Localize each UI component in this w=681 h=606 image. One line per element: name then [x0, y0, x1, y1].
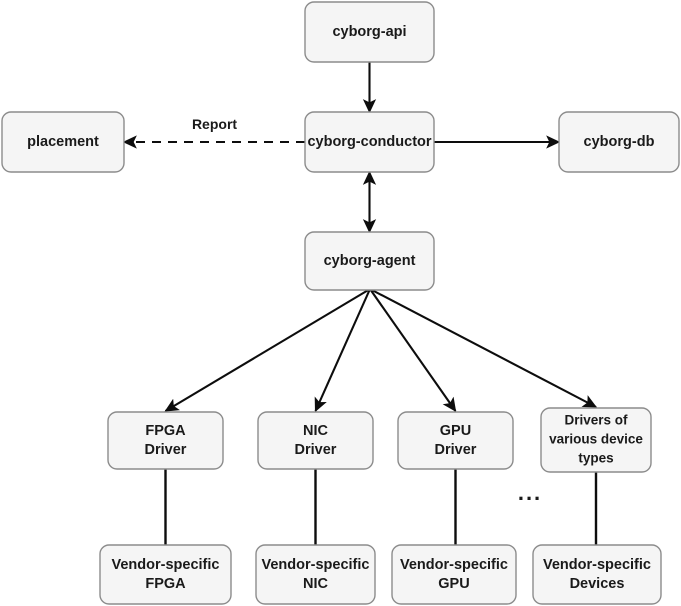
node-label-placement: placement — [27, 134, 99, 150]
node-label-nic-driver: NIC — [303, 423, 329, 439]
node-label-nic-driver: Driver — [295, 442, 337, 458]
node-cyborg-api[interactable]: cyborg-api — [304, 1, 435, 63]
edge-label-conductor-to-placement: Report — [192, 116, 237, 132]
node-label-fpga-driver: Driver — [145, 442, 187, 458]
node-nic-driver[interactable]: NIC Driver — [257, 411, 374, 470]
node-cyborg-agent[interactable]: cyborg-agent — [304, 231, 435, 291]
node-label-vendor-devices: Devices — [570, 576, 625, 592]
node-label-various-drivers: types — [578, 451, 613, 466]
annotation-ellipsis: ... — [518, 480, 542, 505]
node-label-cyborg-agent: cyborg-agent — [324, 253, 416, 269]
node-label-gpu-driver: Driver — [435, 442, 477, 458]
node-box-vendor-devices — [532, 544, 662, 605]
node-cyborg-db[interactable]: cyborg-db — [558, 111, 680, 173]
node-label-various-drivers: Drivers of — [564, 413, 628, 428]
node-label-cyborg-db: cyborg-db — [584, 134, 655, 150]
node-box-vendor-nic — [255, 544, 376, 605]
node-fpga-driver[interactable]: FPGA Driver — [107, 411, 224, 470]
node-box-cyborg-api — [304, 1, 435, 63]
node-label-vendor-gpu: Vendor-specific — [400, 557, 508, 573]
node-label-vendor-nic: NIC — [303, 576, 329, 592]
node-placement[interactable]: placement — [1, 111, 125, 173]
node-label-vendor-gpu: GPU — [438, 576, 469, 592]
node-box-gpu-driver — [397, 411, 514, 470]
node-label-vendor-fpga: FPGA — [145, 576, 186, 592]
node-box-various-drivers — [540, 407, 652, 473]
node-label-cyborg-api: cyborg-api — [332, 24, 406, 40]
edge-agent-to-gpu-driver — [369, 288, 457, 413]
node-label-vendor-fpga: Vendor-specific — [112, 557, 220, 573]
node-box-cyborg-conductor — [304, 111, 435, 173]
node-box-placement — [1, 111, 125, 173]
annotations-layer: ... — [518, 480, 542, 505]
node-label-cyborg-conductor: cyborg-conductor — [307, 134, 431, 150]
node-box-fpga-driver — [107, 411, 224, 470]
node-label-gpu-driver: GPU — [440, 423, 471, 439]
node-cyborg-conductor[interactable]: cyborg-conductor — [304, 111, 435, 173]
node-various-drivers[interactable]: Drivers of various device types — [540, 407, 652, 473]
edge-agent-to-nic-driver — [314, 288, 371, 413]
node-label-vendor-nic: Vendor-specific — [262, 557, 370, 573]
node-label-fpga-driver: FPGA — [145, 423, 186, 439]
edge-agent-to-fpga-driver — [164, 288, 371, 412]
edge-agent-to-various — [369, 288, 598, 408]
node-box-cyborg-agent — [304, 231, 435, 291]
node-box-vendor-fpga — [99, 544, 232, 605]
node-gpu-driver[interactable]: GPU Driver — [397, 411, 514, 470]
node-box-vendor-gpu — [391, 544, 517, 605]
node-label-various-drivers: various device — [549, 432, 643, 447]
node-label-vendor-devices: Vendor-specific — [543, 557, 651, 573]
edges-layer: Report — [122, 62, 598, 545]
node-box-cyborg-db — [558, 111, 680, 173]
node-box-nic-driver — [257, 411, 374, 470]
